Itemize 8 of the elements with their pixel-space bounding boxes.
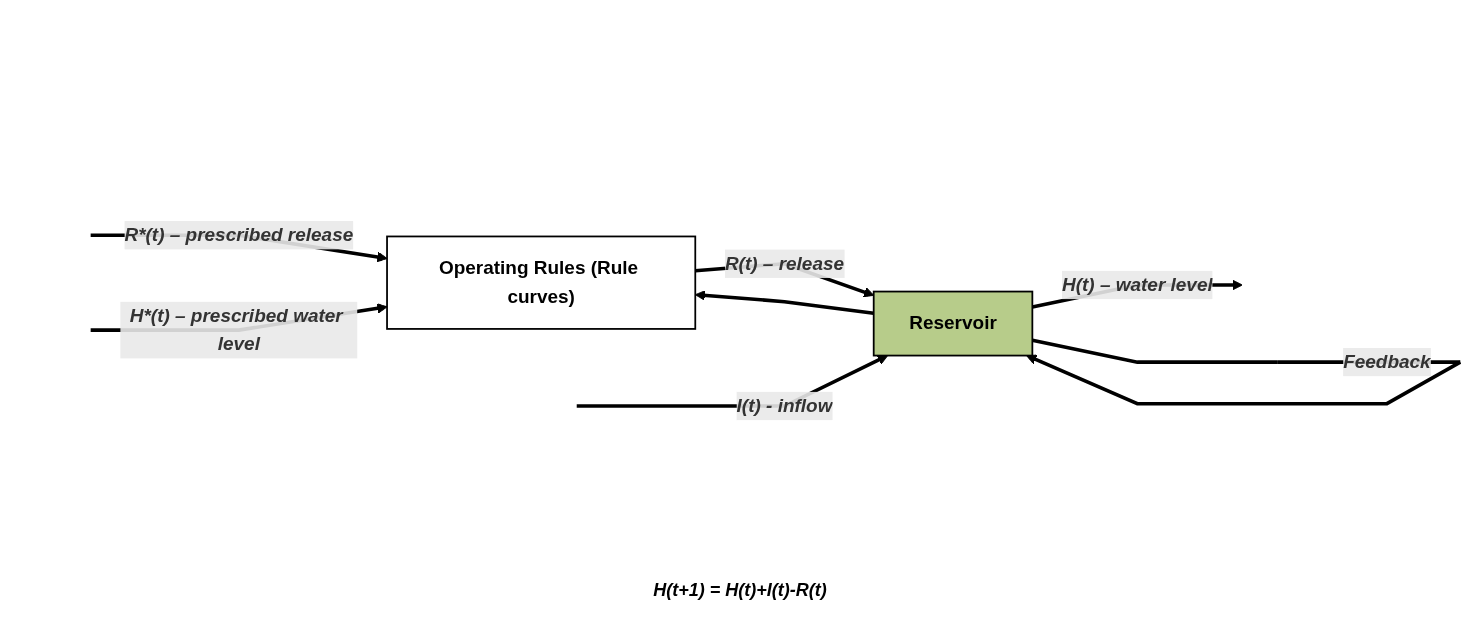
edge-label: H*(t) – prescribed water level xyxy=(129,305,343,354)
node-box: Operating Rules (Rule curves) xyxy=(386,235,697,330)
edge-label: H(t) – water level xyxy=(1061,274,1213,295)
edge-label: R(t) – release xyxy=(724,252,845,274)
node-box: Reservoir xyxy=(872,290,1034,357)
edge-label: R*(t) – prescribed release xyxy=(124,224,354,245)
edge-label: Feedback xyxy=(1343,351,1431,372)
equation-label: H(t+1) = H(t)+I(t)-R(t) xyxy=(653,580,827,600)
